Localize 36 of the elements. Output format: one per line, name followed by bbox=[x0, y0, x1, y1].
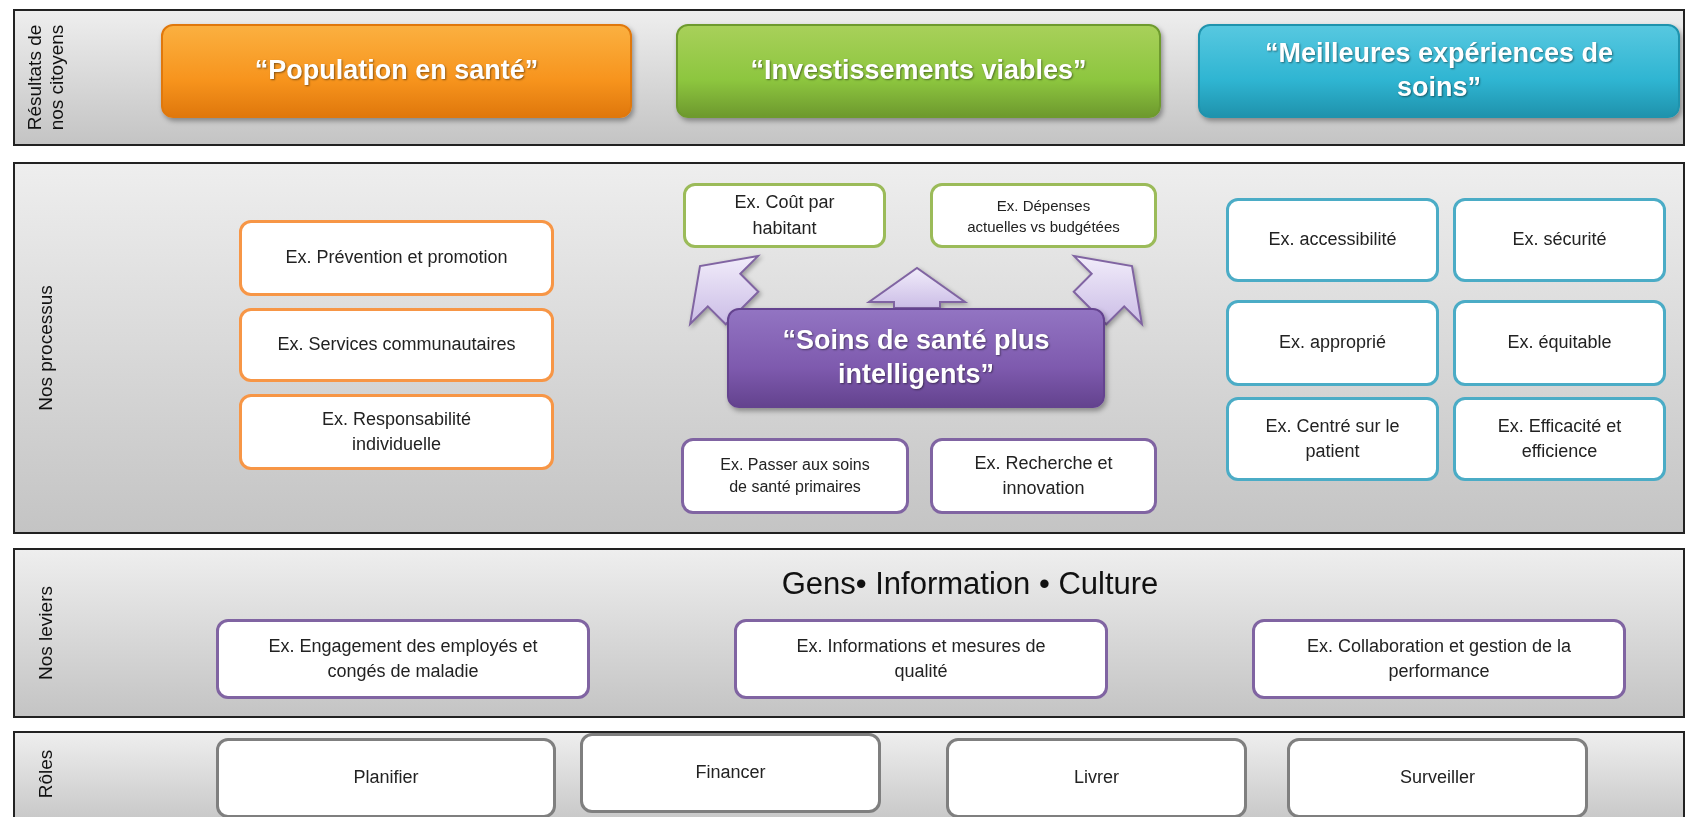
band-label: Nos leviers bbox=[34, 585, 58, 682]
example-box: Ex. approprié bbox=[1226, 300, 1439, 386]
outcome-box: “Population en santé” bbox=[161, 24, 632, 118]
lever-heading: Gens• Information • Culture bbox=[780, 565, 1160, 603]
example-box: Ex. Collaboration et gestion de la performance bbox=[1252, 619, 1626, 699]
example-box: Ex. accessibilité bbox=[1226, 198, 1439, 282]
example-box: Ex. Responsabilité individuelle bbox=[239, 394, 554, 470]
outcome-box: “Investissements viables” bbox=[676, 24, 1161, 118]
example-box: Ex. Efficacité et efficience bbox=[1453, 397, 1666, 481]
example-box: Ex. Prévention et promotion bbox=[239, 220, 554, 296]
example-box: Ex. Passer aux soins de santé primaires bbox=[681, 438, 909, 514]
block-arrow bbox=[688, 254, 761, 327]
band-background bbox=[13, 731, 1685, 817]
example-box: Ex. Centré sur le patient bbox=[1226, 397, 1439, 481]
band-label: Nos processus bbox=[34, 284, 58, 413]
example-box: Planifier bbox=[216, 738, 556, 817]
example-box: Ex. Recherche et innovation bbox=[930, 438, 1157, 514]
example-box: Ex. Informations et mesures de qualité bbox=[734, 619, 1108, 699]
example-box: Ex. sécurité bbox=[1453, 198, 1666, 282]
band-label: Résultats de nos citoyens bbox=[23, 23, 68, 133]
example-box: Surveiller bbox=[1287, 738, 1588, 817]
example-box: Ex. Services communautaires bbox=[239, 308, 554, 382]
example-box: Ex. équitable bbox=[1453, 300, 1666, 386]
band-background bbox=[13, 9, 1685, 146]
band-label: Rôles bbox=[34, 748, 58, 801]
band-background bbox=[13, 162, 1685, 534]
band-background bbox=[13, 548, 1685, 718]
example-box: Ex. Coût par habitant bbox=[683, 183, 886, 248]
block-arrow bbox=[1071, 254, 1144, 327]
example-box: Ex. Engagement des employés et congés de maladie bbox=[216, 619, 590, 699]
example-box: Livrer bbox=[946, 738, 1247, 817]
block-arrow bbox=[865, 266, 969, 309]
example-box: Financer bbox=[580, 733, 881, 813]
example-box: Ex. Dépenses actuelles vs budgétées bbox=[930, 183, 1157, 248]
outcome-box: “Meilleures expériences de soins” bbox=[1198, 24, 1680, 118]
outcome-box: “Soins de santé plus intelligents” bbox=[727, 308, 1105, 408]
